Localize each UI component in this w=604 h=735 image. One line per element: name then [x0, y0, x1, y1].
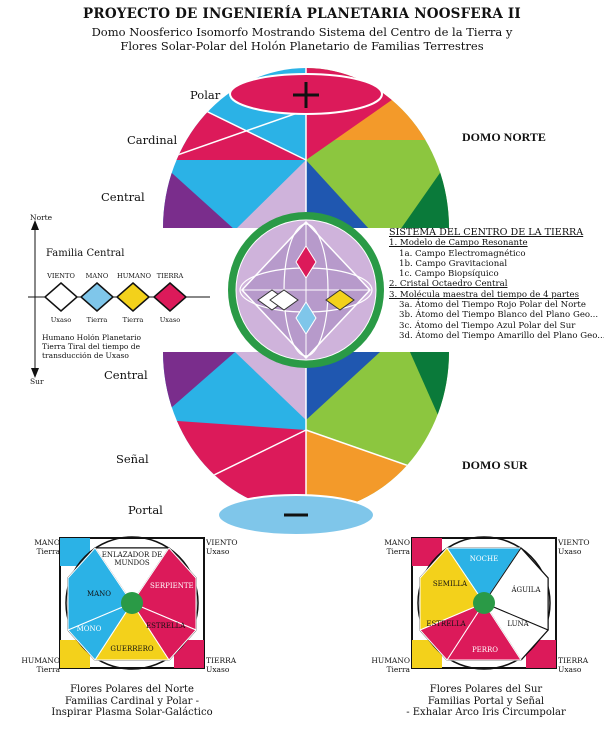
level-label-cardinal: Cardinal — [127, 133, 177, 147]
system-item: 2. Cristal Octaedro Central — [389, 279, 603, 289]
level-label-polar: Polar — [190, 88, 220, 102]
system-title: SISTEMA DEL CENTRO DE LA TIERRA — [389, 228, 603, 238]
nf-petal: GUERRERO — [106, 645, 158, 653]
family-central-label: Familia Central — [46, 248, 124, 259]
nf-petal: MONO — [74, 625, 104, 633]
system-item: 3d. Átomo del Tiempo Amarillo del Plano … — [389, 331, 603, 341]
sf-petal: LUNA — [498, 620, 538, 628]
tribe-label-mano: MANO — [80, 272, 114, 280]
sf-petal: SEMILLA — [430, 580, 470, 588]
sf-petal: PERRO — [462, 646, 508, 654]
system-item: 1c. Campo Biopsíquico — [389, 269, 603, 279]
domo-norte-label: DOMO NORTE — [462, 130, 546, 145]
sur-label: Sur — [30, 377, 44, 386]
nf-petal: SERPIENTE — [150, 582, 190, 590]
tribe-label-tierra: TIERRA — [153, 272, 187, 280]
tribe-label-viento: VIENTO — [42, 272, 80, 280]
nf-petal: MANO — [84, 590, 114, 598]
domo-sur-label: DOMO SUR — [462, 458, 528, 473]
level-label-senal: Señal — [116, 452, 149, 466]
system-item: 3c. Átomo del Tiempo Azul Polar del Sur — [389, 321, 603, 331]
earth-center-globe — [228, 212, 384, 368]
tone-label-3: Tierra — [116, 316, 150, 324]
system-item: 3b. Átomo del Tiempo Blanco del Plano Ge… — [389, 310, 603, 320]
sf-petal: NOCHE — [460, 555, 508, 563]
system-item: 1a. Campo Electromagnético — [389, 249, 603, 259]
tone-label-4: Uxaso — [153, 316, 187, 324]
system-item: 3a. Átomo del Tiempo Rojo Polar del Nort… — [389, 300, 603, 310]
legend-note: Humano Holón Planetario Tierra Tiral del… — [42, 333, 162, 360]
nf-petal: ESTRELLA — [146, 622, 182, 630]
system-item: 1. Modelo de Campo Resonante — [389, 238, 603, 248]
tribe-label-humano: HUMANO — [114, 272, 154, 280]
system-item: 3. Molécula maestra del tiempo de 4 part… — [389, 290, 603, 300]
tone-label-2: Tierra — [80, 316, 114, 324]
nf-petal: ENLAZADOR DE MUNDOS — [98, 551, 166, 567]
north-flower-caption: Flores Polares del Norte Familias Cardin… — [20, 684, 244, 719]
earth-center-system-list: SISTEMA DEL CENTRO DE LA TIERRA 1. Model… — [389, 228, 603, 341]
level-label-central-south: Central — [104, 368, 148, 382]
north-south-arrow — [31, 220, 39, 378]
sf-petal: ÁGUILA — [506, 586, 546, 594]
south-flower-caption: Flores Polares del Sur Familias Portal y… — [376, 684, 596, 719]
sf-petal: ESTRELLA — [426, 620, 466, 628]
system-item: 1b. Campo Gravitacional — [389, 259, 603, 269]
level-label-central-north: Central — [101, 190, 145, 204]
tone-label-1: Uxaso — [44, 316, 78, 324]
norte-label: Norte — [30, 213, 52, 222]
level-label-portal: Portal — [128, 503, 163, 517]
